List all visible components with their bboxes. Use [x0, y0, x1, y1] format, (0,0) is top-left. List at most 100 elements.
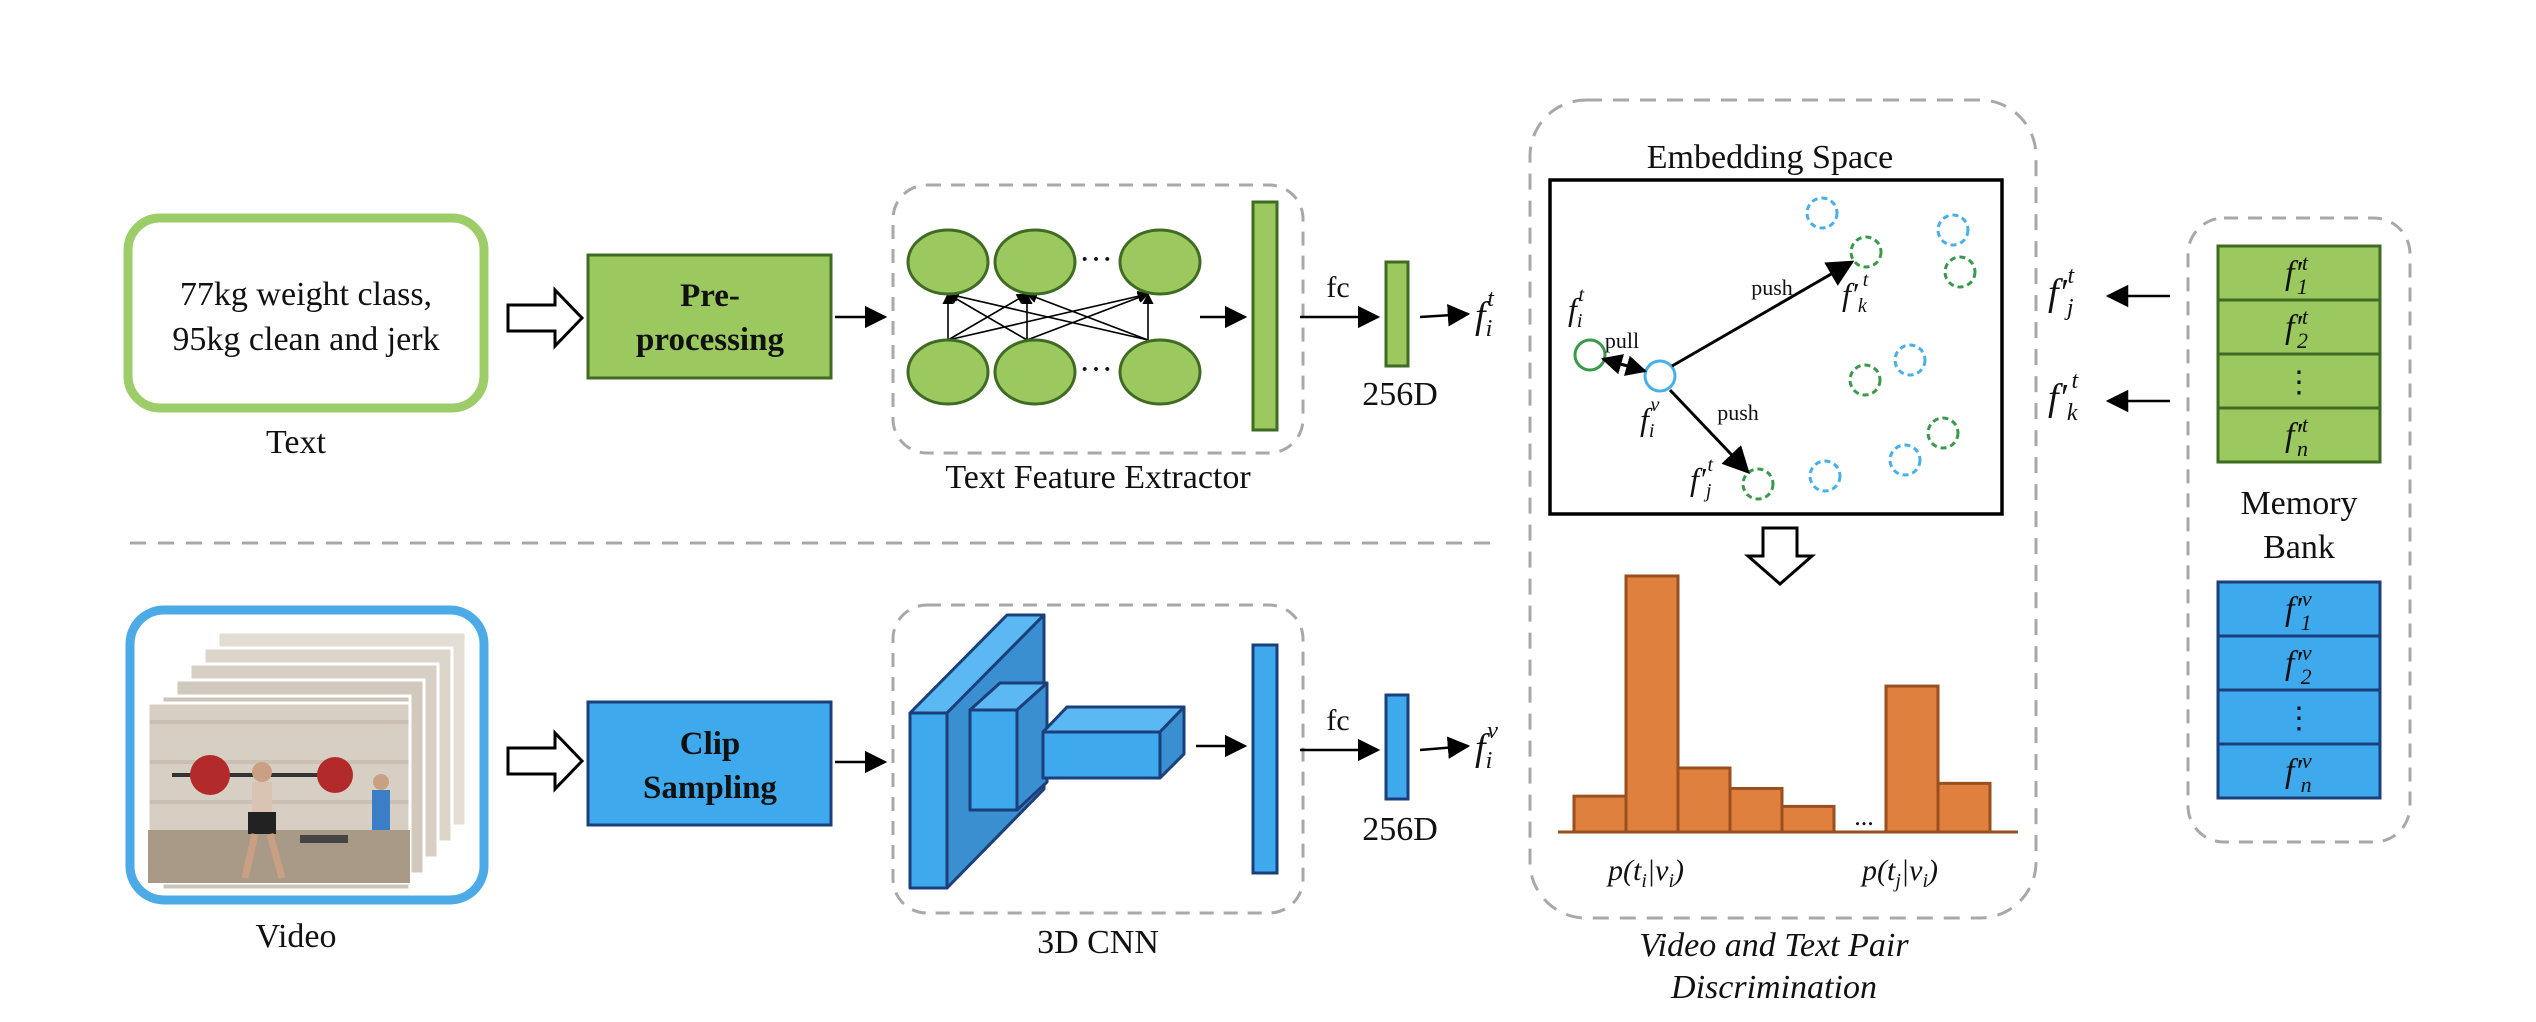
- preprocessing-box: Pre- processing: [586, 253, 833, 380]
- embedding-points: [1741, 196, 1977, 501]
- video-caption: Video: [255, 918, 336, 955]
- neg-text-point-k: [1849, 235, 1883, 269]
- preprocessing-line1: Pre-: [680, 278, 740, 314]
- text-input-line1: 77kg weight class,: [180, 276, 432, 313]
- memory-bank-cell: [2216, 406, 2382, 464]
- text-caption: Text: [266, 424, 326, 461]
- histogram-ellipsis: ...: [1854, 802, 1874, 831]
- push-arrow-j: [1668, 388, 1750, 474]
- hollow-arrow-down: [1744, 526, 1816, 586]
- text-input-box: 77kg weight class, 95kg clean and jerk: [123, 213, 489, 413]
- neg-text-point: [1848, 363, 1882, 397]
- neg-video-point: [1888, 443, 1922, 477]
- push-label-k: push: [1751, 275, 1793, 300]
- preprocessing-line2: processing: [636, 322, 784, 358]
- histogram-bar: [1572, 794, 1628, 834]
- memory-bank-cell: [2216, 580, 2382, 638]
- neg-text-point: [1943, 255, 1977, 289]
- neg-video-point: [1936, 213, 1970, 247]
- clip-sampling-line2: Sampling: [643, 770, 777, 806]
- text-256d-label: 256D: [1362, 376, 1438, 413]
- cnn-frame: [891, 603, 1305, 915]
- pull-arrow: [1600, 354, 1648, 376]
- text-feature-bar: [1251, 200, 1279, 432]
- memory-bank-line2: Bank: [2263, 529, 2335, 566]
- discrimination-line2: Discrimination: [1670, 969, 1877, 1006]
- neuron: [993, 338, 1077, 406]
- memory-bank-cell-label: ⋮: [2284, 366, 2314, 399]
- prob-label-left: p(ti|vi): [1606, 854, 1684, 892]
- video-256d-label: 256D: [1362, 811, 1438, 848]
- neuron: [906, 338, 990, 406]
- memory-bank-cell: [2216, 688, 2382, 746]
- neuron: [1118, 338, 1202, 406]
- clip-sampling-line1: Clip: [680, 726, 741, 762]
- memory-bank-cell: [2216, 352, 2382, 410]
- video-frame-stack: [146, 630, 468, 892]
- discrimination-frame: [1528, 98, 2038, 920]
- emb-f-j-t: f′jt: [1690, 454, 1713, 502]
- f-i-v-output: fiv: [1475, 718, 1498, 774]
- arrow-to-fiv: [1419, 736, 1471, 759]
- emb-f-i-v: fiv: [1640, 394, 1659, 442]
- clip-sampling-box: Clip Sampling: [586, 700, 833, 827]
- cnn-blocks: [908, 613, 1186, 890]
- bank-out-f-j: f′jt: [2048, 263, 2076, 321]
- neuron: [993, 228, 1077, 296]
- text-256d-bar: [1384, 260, 1410, 368]
- neg-video-point: [1808, 459, 1842, 493]
- similarity-histogram: [1572, 574, 1992, 834]
- memory-bank-cell: [2216, 244, 2382, 302]
- video-feature-bar: [1251, 643, 1279, 875]
- neg-video-point: [1893, 343, 1927, 377]
- embedding-title: Embedding Space: [1647, 139, 1893, 176]
- prob-label-right: p(tj|vi): [1860, 854, 1938, 892]
- histogram-bar: [1624, 574, 1680, 834]
- memory-bank-frame: [2186, 216, 2412, 844]
- cnn-caption: 3D CNN: [1037, 924, 1159, 961]
- anchor-video-point: [1643, 359, 1677, 393]
- memory-bank-cell: [2216, 742, 2382, 800]
- neuron-dots-top: ···: [1079, 241, 1113, 278]
- histogram-bar: [1676, 766, 1732, 834]
- fc-video-label: fc: [1326, 704, 1349, 737]
- neg-text-point-j: [1741, 467, 1775, 501]
- histogram-bar: [1780, 804, 1836, 834]
- emb-f-k-t: f′kt: [1842, 269, 1869, 317]
- video-256d-bar: [1384, 693, 1410, 801]
- text-extractor-frame: [891, 183, 1305, 455]
- embedding-space-box: [1548, 178, 2004, 516]
- histogram-bar: [1728, 786, 1784, 834]
- neuron: [1118, 228, 1202, 296]
- neuron-dots-bottom: ···: [1079, 351, 1113, 388]
- fc-text-label: fc: [1326, 271, 1349, 304]
- video-input-box: [125, 605, 489, 905]
- emb-f-i-t: fit: [1568, 284, 1584, 332]
- arrow-to-fit: [1419, 304, 1471, 327]
- text-extractor-caption: Text Feature Extractor: [945, 459, 1251, 496]
- text-input-line2: 95kg clean and jerk: [172, 321, 439, 358]
- bank-out-f-k: f′kt: [2048, 368, 2080, 426]
- push-label-j: push: [1717, 400, 1759, 425]
- histogram-bar: [1936, 781, 1992, 834]
- histogram-bar: [1884, 684, 1940, 834]
- text-extractor-network: ··· ···: [906, 228, 1202, 406]
- neuron: [906, 228, 990, 296]
- hollow-arrow-text: [506, 286, 585, 350]
- pull-label: pull: [1605, 328, 1639, 353]
- neg-video-point: [1805, 196, 1839, 230]
- push-arrow-k: [1671, 260, 1855, 368]
- anchor-text-point: [1573, 338, 1607, 372]
- memory-bank-line1: Memory: [2240, 485, 2357, 522]
- neg-text-point: [1926, 416, 1960, 450]
- memory-bank-cell-label: ⋮: [2284, 702, 2314, 735]
